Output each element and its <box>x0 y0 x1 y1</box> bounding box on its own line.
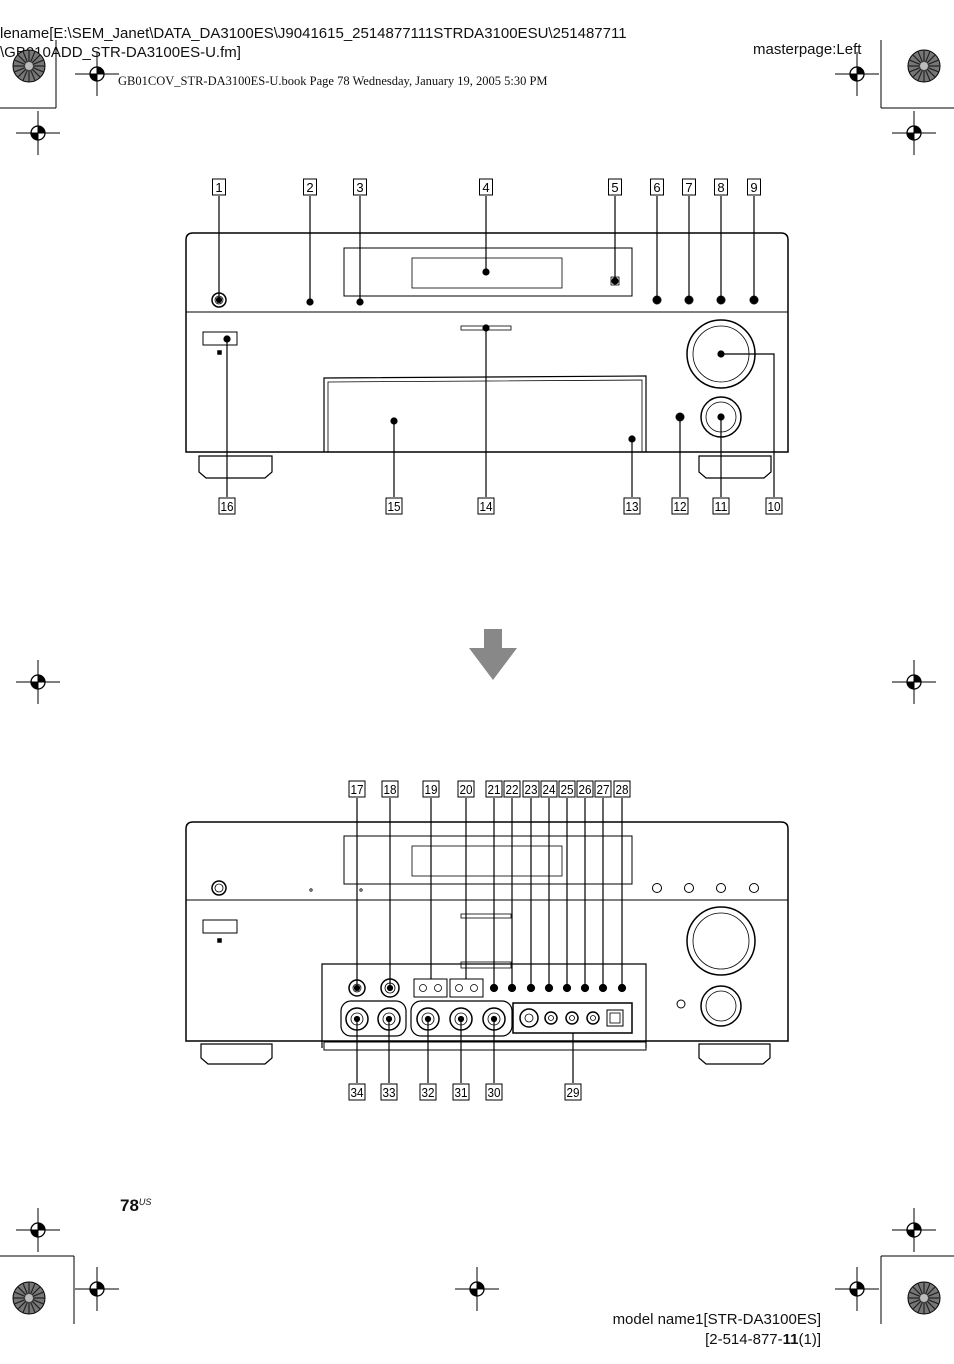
callout-box <box>212 178 226 196</box>
callout-number: 32 <box>422 1085 435 1100</box>
callout-number: 9 <box>750 180 757 195</box>
front-panel-figure-open <box>185 821 789 1065</box>
registration-mark-icon <box>74 1266 120 1312</box>
callout-box <box>419 1083 437 1101</box>
callout-box <box>576 780 594 798</box>
callout-box <box>485 1083 503 1101</box>
callout-box <box>682 178 696 196</box>
callout-box <box>650 178 664 196</box>
callout-number: 6 <box>653 180 660 195</box>
starburst-mark-icon <box>907 49 941 83</box>
registration-mark-icon <box>891 659 937 705</box>
callout-number: 18 <box>384 782 397 797</box>
filename-line-1: lename[E:\SEM_Janet\DATA_DA3100ES\J90416… <box>0 25 627 42</box>
callout-box <box>452 1083 470 1101</box>
figure1-leader-lines <box>215 196 775 497</box>
callout-box <box>380 1083 398 1101</box>
starburst-mark-icon <box>12 49 46 83</box>
callout-box <box>608 178 622 196</box>
callout-number: 12 <box>674 499 687 514</box>
callout-box <box>765 497 783 515</box>
masterpage-label: masterpage:Left <box>753 41 862 58</box>
registration-mark-icon <box>891 110 937 156</box>
callout-box <box>381 780 399 798</box>
callout-box <box>671 497 689 515</box>
callout-number: 10 <box>768 499 781 514</box>
callout-box <box>385 497 403 515</box>
callout-number: 31 <box>455 1085 468 1100</box>
callout-number: 13 <box>626 499 639 514</box>
callout-box <box>218 497 236 515</box>
callout-box <box>623 497 641 515</box>
callout-box <box>348 1083 366 1101</box>
registration-mark-icon <box>74 51 120 97</box>
callout-box <box>479 178 493 196</box>
callout-box <box>558 780 576 798</box>
callout-number: 14 <box>480 499 493 514</box>
crop-marks <box>0 40 954 1324</box>
callout-box <box>348 780 366 798</box>
callout-box <box>712 497 730 515</box>
callout-number: 20 <box>460 782 473 797</box>
callout-box <box>353 178 367 196</box>
callout-number: 25 <box>561 782 574 797</box>
registration-mark-icon <box>834 51 880 97</box>
registration-mark-icon <box>891 1207 937 1253</box>
callout-number: 28 <box>616 782 629 797</box>
starburst-mark-icon <box>12 1281 46 1315</box>
callout-number: 26 <box>579 782 592 797</box>
book-info-line: GB01COV_STR-DA3100ES-U.book Page 78 Wedn… <box>118 74 548 88</box>
callout-number: 11 <box>715 499 728 514</box>
callout-box <box>613 780 631 798</box>
callout-box <box>457 780 475 798</box>
callout-number: 8 <box>717 180 724 195</box>
callout-number: 29 <box>567 1085 580 1100</box>
footer-part-number: [2-514-877-11(1)] <box>705 1331 821 1348</box>
registration-mark-icon <box>15 659 61 705</box>
filename-line-2: \GB010ADD_STR-DA3100ES-U.fm] <box>0 44 241 61</box>
callout-number: 1 <box>215 180 222 195</box>
callout-number: 21 <box>488 782 501 797</box>
callout-number: 2 <box>306 180 313 195</box>
footer-model-name: model name1[STR-DA3100ES] <box>612 1311 821 1328</box>
registration-mark-icon <box>454 1266 500 1312</box>
registration-mark-icon <box>834 1266 880 1312</box>
front-panel-figure-closed <box>185 232 789 479</box>
callout-number: 33 <box>383 1085 396 1100</box>
callout-box <box>594 780 612 798</box>
callout-box <box>522 780 540 798</box>
callout-number: 19 <box>425 782 438 797</box>
callout-number: 3 <box>356 180 363 195</box>
starburst-mark-icon <box>907 1281 941 1315</box>
callout-number: 34 <box>351 1085 364 1100</box>
registration-mark-icon <box>15 110 61 156</box>
callout-box <box>540 780 558 798</box>
callout-box <box>485 780 503 798</box>
callout-number: 27 <box>597 782 610 797</box>
callout-number: 23 <box>525 782 538 797</box>
callout-box <box>422 780 440 798</box>
registration-mark-icon <box>15 1207 61 1253</box>
callout-number: 15 <box>388 499 401 514</box>
callout-box <box>303 178 317 196</box>
callout-box <box>714 178 728 196</box>
callout-box <box>477 497 495 515</box>
callout-number: 4 <box>482 180 489 195</box>
callout-number: 24 <box>543 782 556 797</box>
page-number: 78US <box>120 1196 152 1215</box>
callout-number: 16 <box>221 499 234 514</box>
callout-number: 7 <box>685 180 692 195</box>
callout-number: 17 <box>351 782 364 797</box>
callout-number: 30 <box>488 1085 501 1100</box>
down-arrow-icon <box>469 629 517 680</box>
callout-box <box>503 780 521 798</box>
callout-number: 22 <box>506 782 519 797</box>
callout-box <box>564 1083 582 1101</box>
callout-number: 5 <box>611 180 618 195</box>
callout-box <box>747 178 761 196</box>
figure2-leader-lines <box>353 798 627 1083</box>
